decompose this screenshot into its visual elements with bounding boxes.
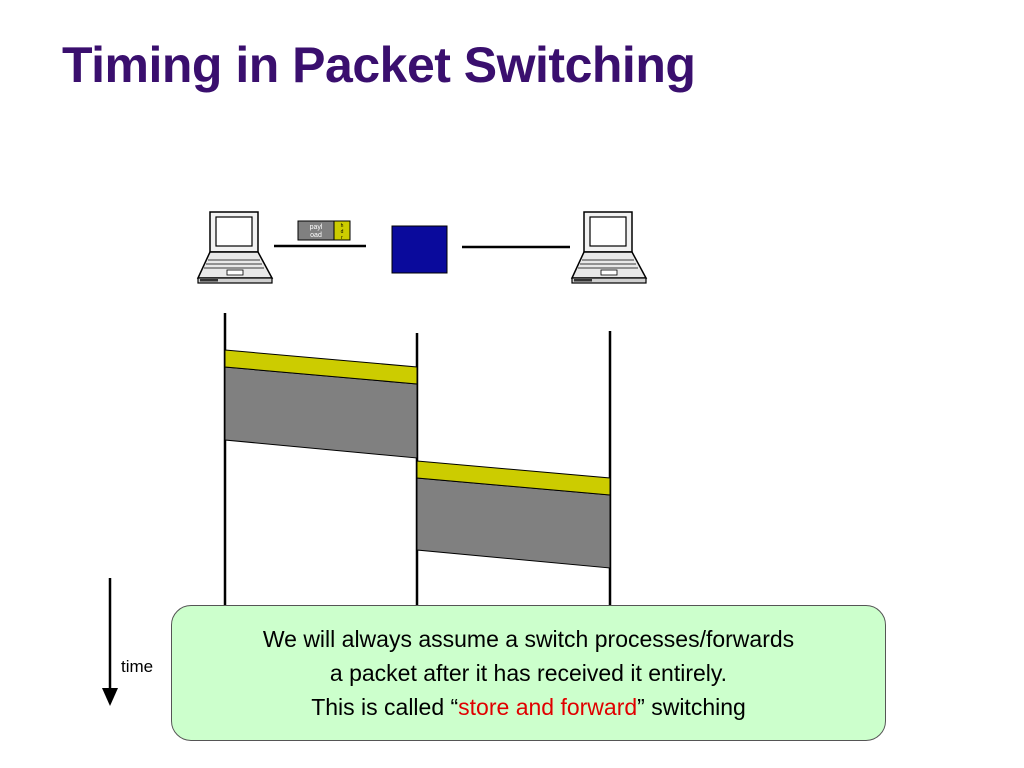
slide-title: Timing in Packet Switching	[62, 37, 696, 93]
hop2-header-band	[416, 460, 611, 496]
hop1-header-band	[224, 349, 418, 385]
note-line-3-suffix: ” switching	[637, 694, 746, 720]
store-and-forward-highlight: store and forward	[458, 694, 638, 720]
packet-header-label-2: d	[341, 229, 344, 235]
packet-payload-label: payl	[310, 224, 323, 231]
receiver-laptop-icon	[571, 211, 647, 284]
packet-header-label: h	[341, 223, 344, 229]
store-and-forward-note: We will always assume a switch processes…	[171, 605, 886, 741]
time-axis-label: time	[121, 657, 154, 676]
note-line-1: We will always assume a switch processes…	[262, 626, 795, 652]
note-line-3-prefix: This is called “	[311, 694, 459, 720]
down-arrow-icon	[102, 578, 118, 706]
sender-laptop-icon	[197, 211, 273, 284]
packet-icon: payl oad h d r	[297, 220, 351, 241]
note-line-3: This is called “store and forward” switc…	[263, 690, 794, 724]
packet-header-label-3: r	[341, 235, 343, 241]
packet-payload-label-2: oad	[310, 232, 322, 239]
switch-icon	[391, 225, 448, 274]
packet-header-segment	[333, 220, 351, 241]
note-line-2: a packet after it has received it entire…	[329, 660, 728, 686]
